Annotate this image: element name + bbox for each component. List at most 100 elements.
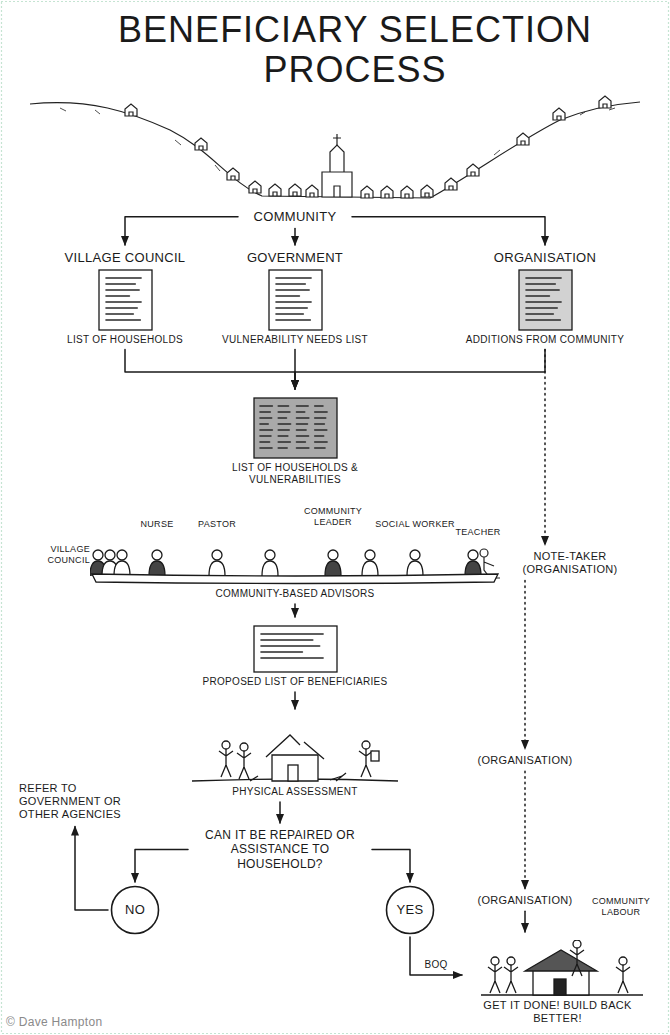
beneficiary-list: PROPOSED LIST OF BENEFICIARIES (195, 620, 395, 690)
advisor-head (152, 550, 162, 560)
list-line (296, 447, 308, 449)
list-document (254, 626, 337, 672)
list-caption: ADDITIONS FROM COMMUNITY (466, 334, 624, 346)
list-line (296, 429, 306, 431)
decision-question: CAN IT BE REPAIRED OR ASSISTANCE TO HOUS… (190, 826, 370, 873)
role-label: PASTOR (192, 519, 242, 530)
advisor-figure (149, 550, 165, 576)
assessment-step: PHYSICAL ASSESSMENT (190, 712, 400, 800)
advisor-panel: COMMUNITY-BASED ADVISORS (90, 540, 500, 602)
church (322, 145, 352, 197)
assessor-figure (222, 741, 230, 749)
flow-arrow (352, 217, 545, 245)
flow-arrow (294, 604, 296, 617)
list-line (296, 417, 308, 419)
assessor-figure (240, 743, 248, 751)
doc-illustration (98, 269, 153, 331)
flow-arrow (75, 827, 108, 910)
list-line (296, 405, 308, 407)
list-line (106, 307, 137, 309)
advisor-body (262, 561, 278, 576)
build-caption: GET IT DONE! BUILD BACK BETTER! (469, 999, 646, 1025)
role-label: VILLAGE COUNCIL (36, 544, 90, 566)
advisor-body (407, 561, 423, 576)
worker-figure (573, 940, 581, 948)
organisation-tag: (ORGANISATION) (477, 894, 572, 907)
church-cross (333, 134, 341, 145)
list-line (276, 289, 309, 291)
village-house (125, 104, 137, 116)
worker-figure (488, 965, 502, 993)
advisor-body (114, 561, 130, 576)
worker-figure (491, 957, 499, 965)
advisor-head (365, 550, 375, 560)
advisor-figure (465, 550, 481, 576)
list-line (526, 283, 555, 285)
circle-outline (112, 887, 159, 934)
decision-answer: NO (125, 902, 145, 918)
list-line (278, 447, 287, 449)
list-line (106, 289, 139, 291)
debris (250, 773, 346, 781)
house-door (288, 765, 298, 781)
list-line (314, 417, 325, 419)
list-document (254, 398, 337, 458)
panel-caption: COMMUNITY-BASED ADVISORS (215, 588, 374, 600)
list-line (261, 657, 323, 659)
list-line (314, 447, 324, 449)
list-line (278, 405, 288, 407)
note-taker-head (480, 549, 488, 557)
decision-answer: YES (397, 902, 424, 918)
docDark-illustration (253, 397, 338, 459)
list-line (526, 313, 553, 315)
advisor-figure (325, 550, 341, 576)
circle-outline (387, 887, 434, 934)
list-line (296, 411, 304, 413)
advisor-head (328, 550, 338, 560)
step-label: COMMUNITY (254, 209, 337, 225)
decision-question: CAN IT BE REPAIRED OR ASSISTANCE TO HOUS… (198, 828, 362, 871)
house-under-repair (481, 940, 643, 995)
doc-illustration (268, 269, 323, 331)
list-line (261, 633, 323, 635)
worker-figure (507, 957, 515, 965)
list-line (526, 277, 561, 279)
list-line (260, 405, 272, 407)
list-line (106, 277, 141, 279)
advisor-body (362, 561, 378, 576)
list-line (526, 301, 561, 303)
list-line (314, 429, 326, 431)
role-label: COMMUNITY LABOUR (590, 896, 652, 918)
assess-illustration (190, 717, 400, 783)
list-line (260, 429, 272, 431)
village-house (467, 164, 479, 176)
list-line (276, 283, 305, 285)
referral-note: REFER TO GOVERNMENT OR OTHER AGENCIES (15, 780, 135, 824)
role-label: NOTE-TAKER (ORGANISATION) (509, 550, 631, 576)
list-line (314, 435, 323, 437)
decision-circle: NO (110, 885, 160, 935)
flow-arrow (295, 350, 545, 389)
list-line (276, 319, 310, 321)
village-house (553, 108, 565, 120)
list-line (261, 639, 313, 641)
organisation-tag: (ORGANISATION) (470, 752, 580, 769)
village-house (599, 96, 611, 108)
list-document (99, 270, 152, 330)
advisor-head (117, 550, 127, 560)
advisors-illustration (90, 545, 500, 585)
list-line (261, 645, 320, 647)
advisor-head (410, 550, 420, 560)
advisor-head (93, 550, 103, 560)
community-node: COMMUNITY (240, 207, 350, 227)
source-list: VILLAGE COUNCILLIST OF HOUSEHOLDS (40, 248, 210, 348)
advisor-body (149, 561, 165, 576)
list-line (106, 313, 133, 315)
village-house (195, 138, 207, 150)
decision-circle: YES (385, 885, 435, 935)
village-house (227, 168, 239, 180)
hill-line (30, 102, 640, 198)
